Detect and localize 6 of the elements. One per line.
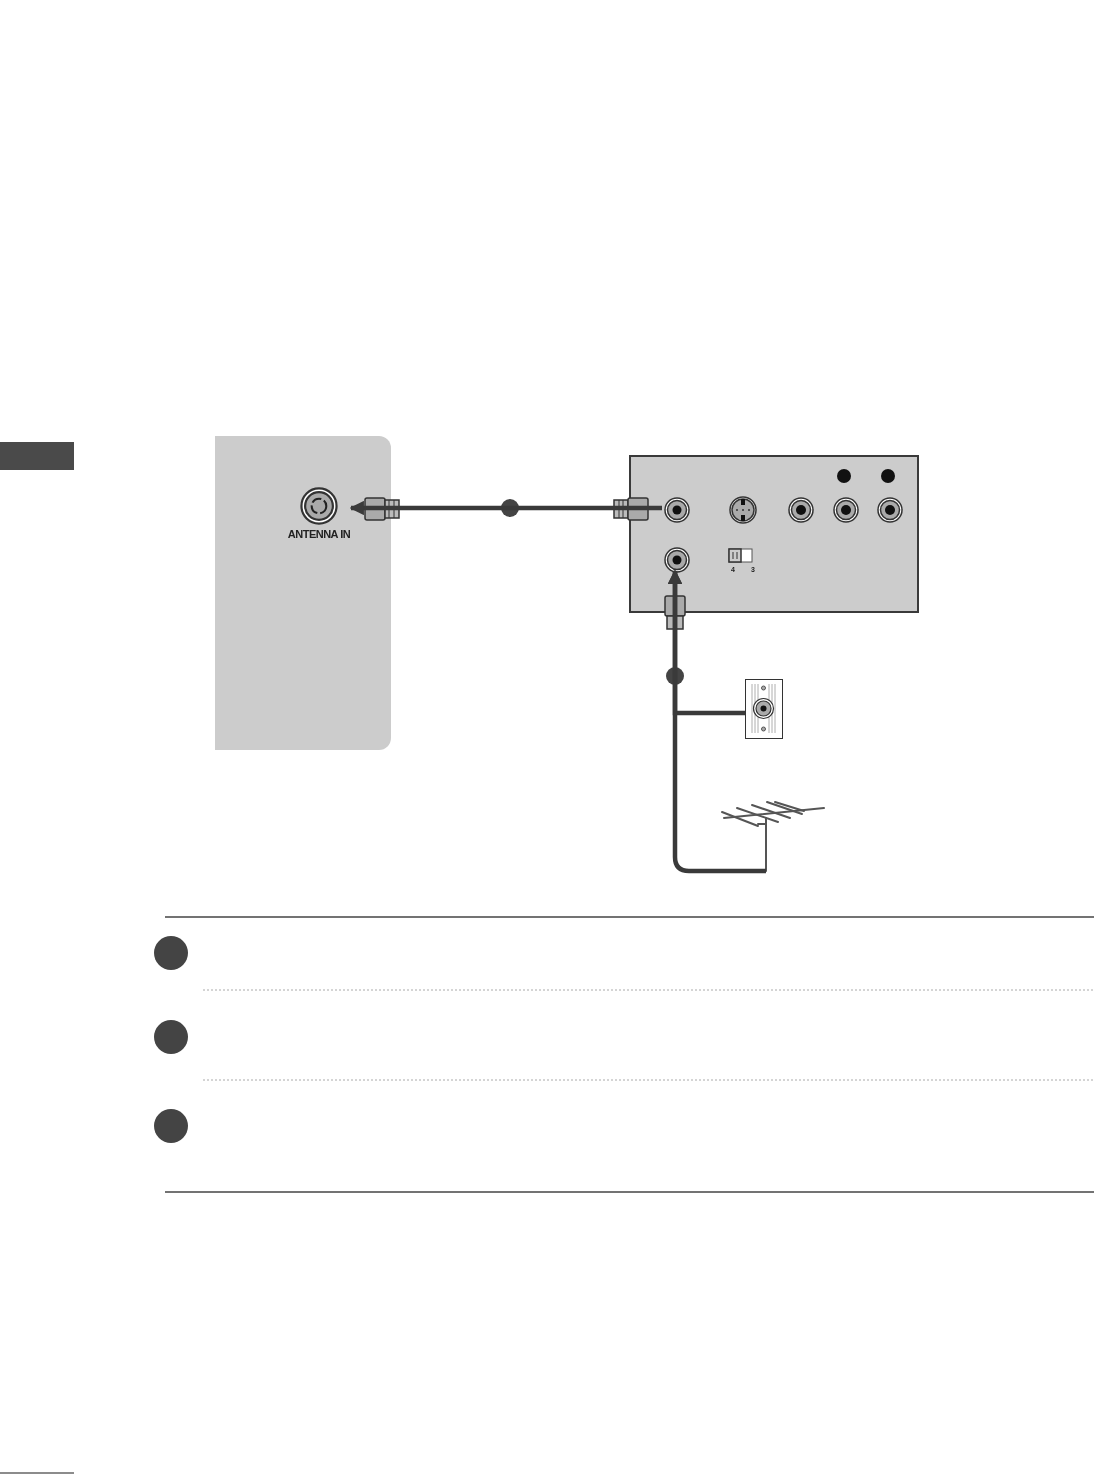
vcr-rear-panel (629, 455, 919, 613)
tv-rear-panel (215, 436, 391, 750)
wall-antenna-outlet (745, 679, 783, 739)
section-tab (0, 442, 74, 470)
port-label: ANTENNA IN (287, 529, 351, 539)
coaxial-cable (349, 500, 662, 516)
